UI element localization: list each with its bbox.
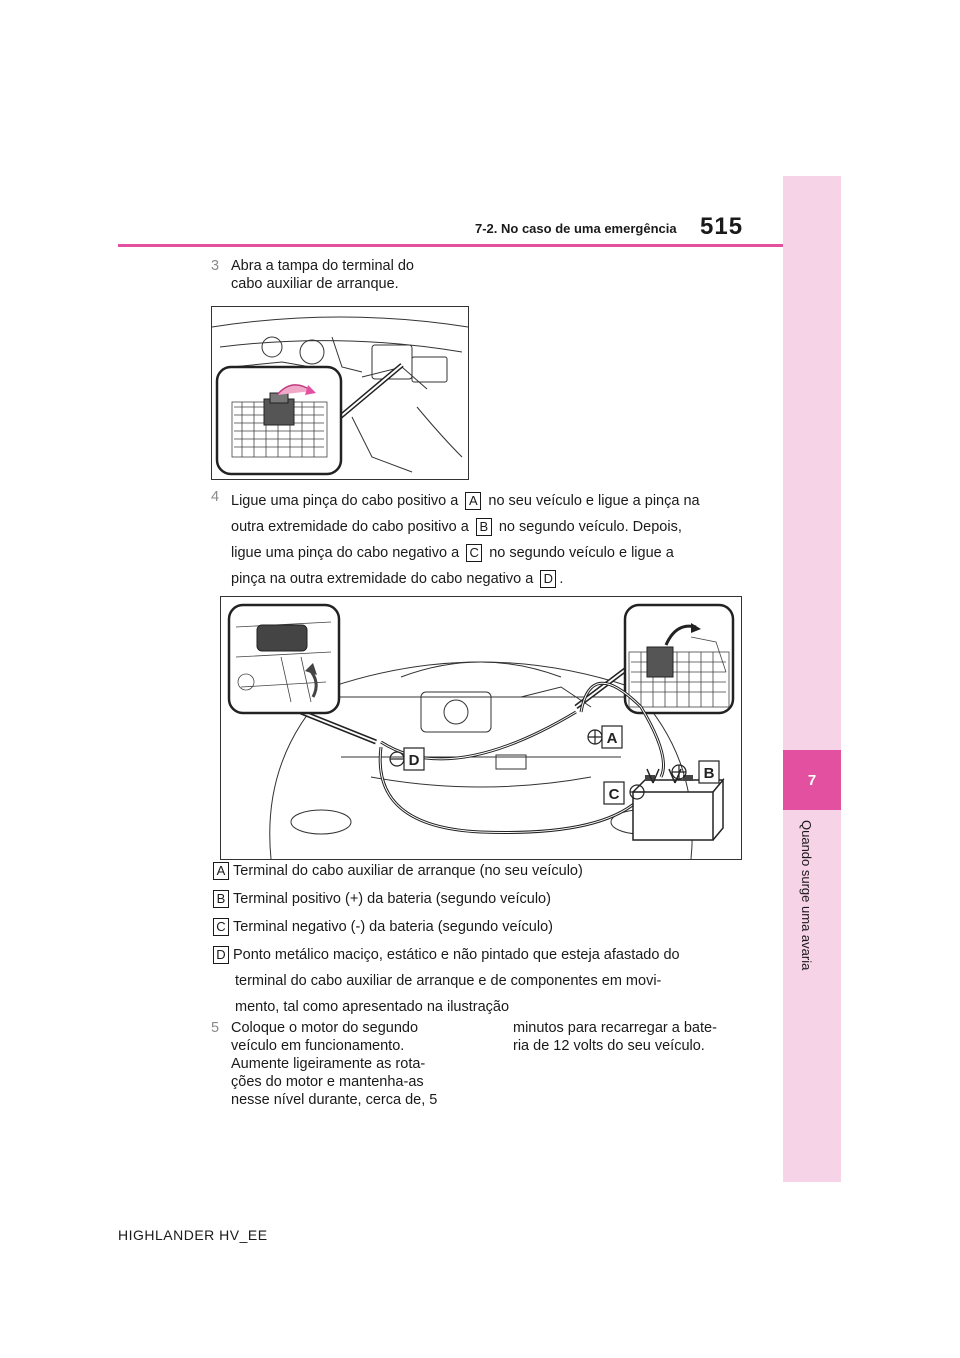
legend-text-c: Terminal negativo (-) da bateria (segund… (233, 919, 553, 935)
figure-label-a: A (607, 730, 618, 747)
figure-label-b: B (704, 765, 715, 782)
step-5-right-column: minutos para recarregar a bate- ria de 1… (513, 1019, 717, 1055)
terminal-cover-illustration (211, 306, 469, 480)
marker-c: C (466, 544, 483, 562)
step-number: 4 (211, 489, 220, 505)
step-3-line-2: cabo auxiliar de arranque. (231, 276, 399, 292)
step-5-left-line: nesse nível durante, cerca de, 5 (231, 1092, 438, 1108)
text-span: no seu veículo e ligue a pinça na (488, 493, 700, 509)
step-text: Abra a tampa do terminal do cabo auxilia… (231, 257, 414, 293)
step-4-line-4: pinça na outra extremidade do cabo negat… (231, 566, 700, 592)
legend-text-d-2: terminal do cabo auxiliar de arranque e … (235, 973, 662, 989)
section-title: 7-2. No caso de uma emergência (475, 221, 677, 236)
step-number: 3 (211, 258, 220, 274)
legend-text-d-1: Ponto metálico maciço, estático e não pi… (233, 947, 680, 963)
engine-bay-drawing (211, 316, 469, 476)
legend-marker-a: A (213, 862, 229, 880)
header-rule (118, 244, 783, 247)
text-span: outra extremidade do cabo positivo a (231, 519, 469, 535)
text-span: pinça na outra extremidade do cabo negat… (231, 571, 534, 587)
chapter-title-text: Quando surge uma avaria (799, 820, 814, 971)
chapter-side-tab (783, 176, 841, 1182)
text-span: no segundo veículo. Depois, (498, 519, 682, 535)
step-5-right-line: minutos para recarregar a bate- (513, 1020, 717, 1036)
jumper-cable-drawing: A B C D (227, 603, 735, 860)
step-number: 5 (211, 1020, 220, 1036)
step-5-left-column: Coloque o motor do segundo veículo em fu… (231, 1019, 437, 1109)
step-4-text: Ligue uma pinça do cabo positivo a A no … (231, 488, 700, 592)
text-span: Ligue uma pinça do cabo positivo a (231, 493, 459, 509)
legend-marker-d: D (213, 946, 229, 964)
step-3-line-1: Abra a tampa do terminal do (231, 258, 414, 274)
step-5-right-line: ria de 12 volts do seu veículo. (513, 1038, 705, 1054)
legend-text-b: Terminal positivo (+) da bateria (segund… (233, 891, 551, 907)
step-5-left-line: ções do motor e mantenha-as (231, 1074, 424, 1090)
step-4-line-3: ligue uma pinça do cabo negativo a C no … (231, 540, 700, 566)
legend-text-a: Terminal do cabo auxiliar de arranque (n… (233, 863, 583, 879)
step-5-left-line: veículo em funcionamento. (231, 1038, 405, 1054)
page-number: 515 (700, 213, 744, 240)
chapter-number-badge: 7 (783, 750, 841, 810)
step-5-left-line: Aumente ligeiramente as rota- (231, 1056, 426, 1072)
jumper-cable-connection-illustration: A B C D (220, 596, 742, 860)
legend-marker-b: B (213, 890, 229, 908)
marker-b: B (475, 518, 492, 536)
step-4-line-2: outra extremidade do cabo positivo a B n… (231, 514, 700, 540)
text-span: ligue uma pinça do cabo negativo a (231, 545, 460, 561)
footer-model: HIGHLANDER HV_EE (118, 1227, 268, 1243)
step-4-line-1: Ligue uma pinça do cabo positivo a A no … (231, 488, 700, 514)
legend-marker-c: C (213, 918, 229, 936)
step-5-left-line: Coloque o motor do segundo (231, 1020, 419, 1036)
marker-a: A (465, 492, 482, 510)
marker-d: D (540, 570, 557, 588)
text-span: . (559, 571, 564, 587)
legend-text-d-3: mento, tal como apresentado na ilustraçã… (235, 999, 510, 1015)
text-span: no segundo veículo e ligue a (489, 545, 674, 561)
figure-label-c: C (609, 786, 620, 803)
figure-label-d: D (409, 752, 420, 769)
